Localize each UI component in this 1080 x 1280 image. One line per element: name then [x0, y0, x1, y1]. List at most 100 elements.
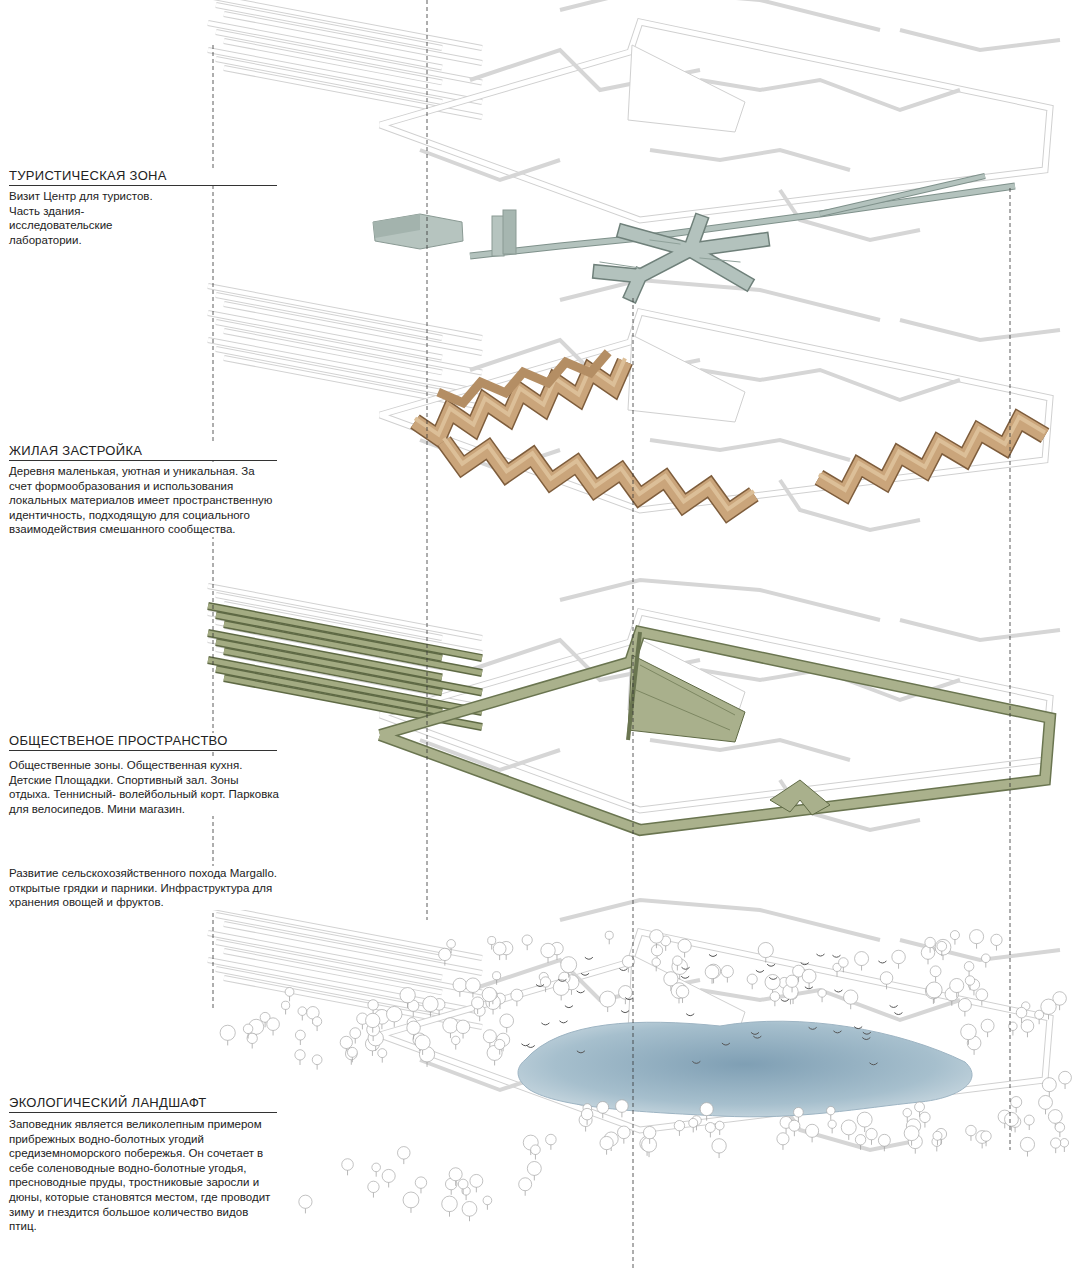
tree: [866, 1128, 877, 1139]
tree: [839, 958, 849, 968]
tree: [382, 1169, 395, 1182]
tree: [1060, 1139, 1068, 1147]
research-lab-building: [600, 222, 762, 294]
tree: [855, 1135, 865, 1145]
bird: [541, 1023, 549, 1025]
bird: [686, 1014, 694, 1016]
public-promenade: [628, 632, 640, 740]
ghost-building: [628, 335, 745, 422]
field-strip: [216, 5, 442, 48]
bird: [692, 1061, 700, 1063]
tree: [452, 1036, 460, 1044]
tree: [676, 985, 689, 998]
tree: [958, 998, 971, 1011]
alignment-line: [1010, 188, 1011, 1150]
bird: [832, 955, 840, 957]
ghost-building: [650, 150, 850, 170]
tree: [298, 1007, 307, 1016]
bird: [878, 961, 886, 963]
bird: [558, 979, 566, 981]
walkway: [820, 176, 985, 214]
tree: [456, 1020, 470, 1034]
tree: [546, 1134, 557, 1145]
visitor-center-block: [373, 214, 463, 249]
bird: [585, 957, 593, 959]
walkway: [820, 176, 985, 214]
ghost-path: [380, 22, 1050, 220]
tree: [802, 969, 816, 983]
tree: [976, 989, 988, 1001]
tree: [844, 990, 858, 1004]
tree: [368, 1000, 378, 1010]
field-strip: [216, 349, 442, 392]
bird: [894, 1013, 902, 1015]
ghost-building: [560, 280, 880, 320]
bird: [619, 969, 627, 971]
tree: [527, 1161, 541, 1175]
tree: [312, 1055, 322, 1065]
tree: [347, 1047, 357, 1057]
ghost-path: [380, 932, 1050, 1130]
tree: [935, 939, 951, 955]
tree: [243, 1024, 252, 1033]
tree: [472, 997, 484, 1009]
ghost-path: [380, 22, 1050, 220]
tree: [500, 1014, 514, 1028]
tree: [220, 1025, 235, 1040]
tree: [1024, 1115, 1034, 1125]
tree: [597, 1101, 609, 1113]
tree: [281, 1001, 289, 1009]
tree: [650, 930, 664, 944]
field-strip: [208, 50, 482, 102]
bird: [769, 977, 777, 979]
ghost-path: [380, 932, 1050, 1130]
field-strip: [208, 960, 482, 1012]
field-strip: [216, 349, 442, 392]
public-building: [636, 665, 735, 730]
bird: [756, 970, 764, 972]
bird: [577, 991, 585, 993]
bird: [521, 1044, 529, 1046]
bird: [834, 990, 842, 992]
tree: [493, 942, 506, 955]
tree: [758, 942, 773, 957]
tree: [806, 1124, 819, 1137]
tree: [1020, 1137, 1034, 1151]
zone-description: Общественные зоны. Общественная кухня. Д…: [9, 758, 279, 816]
zone-heading: ЭКОЛОГИЧЕСКИЙ ЛАНДШАФТ: [9, 1095, 277, 1113]
tree: [342, 1159, 354, 1171]
bird: [527, 1045, 535, 1047]
bird: [625, 998, 633, 1000]
bird: [890, 1005, 898, 1007]
tree: [904, 1126, 919, 1141]
bird: [621, 1011, 629, 1013]
ghost-building: [628, 45, 745, 132]
residential-layer: [415, 352, 1045, 512]
tree: [841, 1120, 856, 1135]
tree: [439, 948, 451, 960]
tree: [1005, 1112, 1019, 1126]
tree: [619, 986, 633, 1000]
field-strip: [208, 960, 482, 1012]
tree: [312, 1017, 321, 1026]
tree: [378, 1049, 387, 1058]
ghost-building: [560, 580, 880, 620]
tree: [470, 1174, 483, 1187]
alignment-line: [427, 0, 428, 920]
tree: [1021, 1020, 1034, 1033]
tree: [1042, 1078, 1056, 1092]
tree: [415, 1035, 430, 1050]
tree: [423, 996, 438, 1011]
tree: [950, 931, 959, 940]
tree: [674, 1120, 684, 1130]
tree: [765, 974, 780, 989]
tree: [966, 1125, 977, 1136]
tree: [345, 1048, 357, 1060]
visitor-center-block: [373, 214, 420, 238]
tree: [770, 992, 780, 1002]
bird: [681, 976, 689, 978]
tree: [447, 940, 456, 949]
tree: [926, 982, 942, 998]
tree: [880, 972, 893, 985]
bird: [751, 1032, 759, 1034]
